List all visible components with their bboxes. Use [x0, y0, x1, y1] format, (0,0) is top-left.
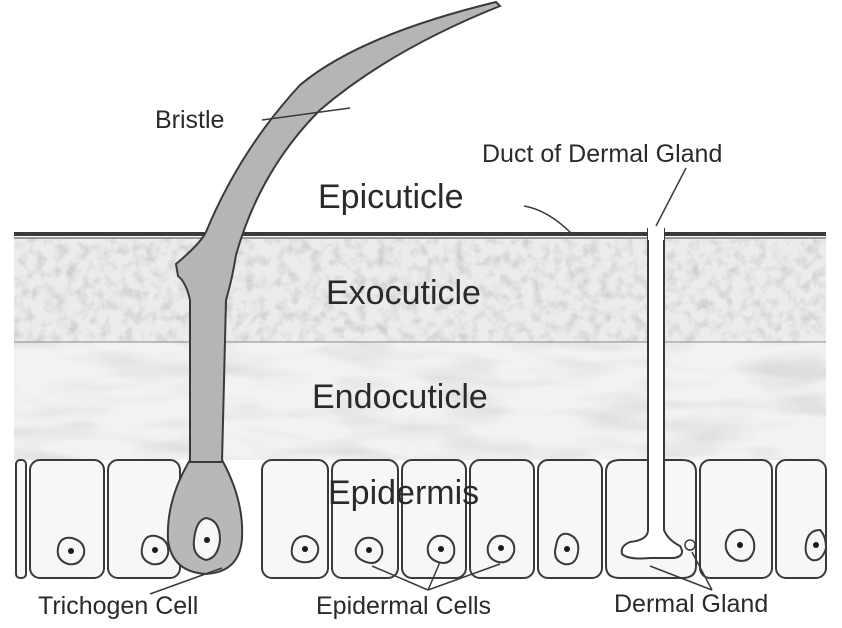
- epicuticle-label: Epicuticle: [318, 178, 464, 216]
- gland-opening: [685, 540, 695, 550]
- trichogen-cell-label: Trichogen Cell: [38, 592, 198, 620]
- epicuticle-layer: [14, 234, 826, 238]
- duct-leader: [656, 168, 686, 226]
- epidermal-cell: [16, 460, 26, 578]
- exocuticle-label: Exocuticle: [326, 274, 481, 312]
- endocuticle-label: Endocuticle: [312, 378, 488, 416]
- epidermis-label: Epidermis: [328, 474, 479, 512]
- duct-label: Duct of Dermal Gland: [482, 140, 722, 168]
- epicuticle-leader: [524, 206, 572, 234]
- bristle-label: Bristle: [155, 106, 224, 134]
- epidermal-cells-label: Epidermal Cells: [316, 592, 491, 620]
- dermal-gland-label: Dermal Gland: [614, 590, 768, 618]
